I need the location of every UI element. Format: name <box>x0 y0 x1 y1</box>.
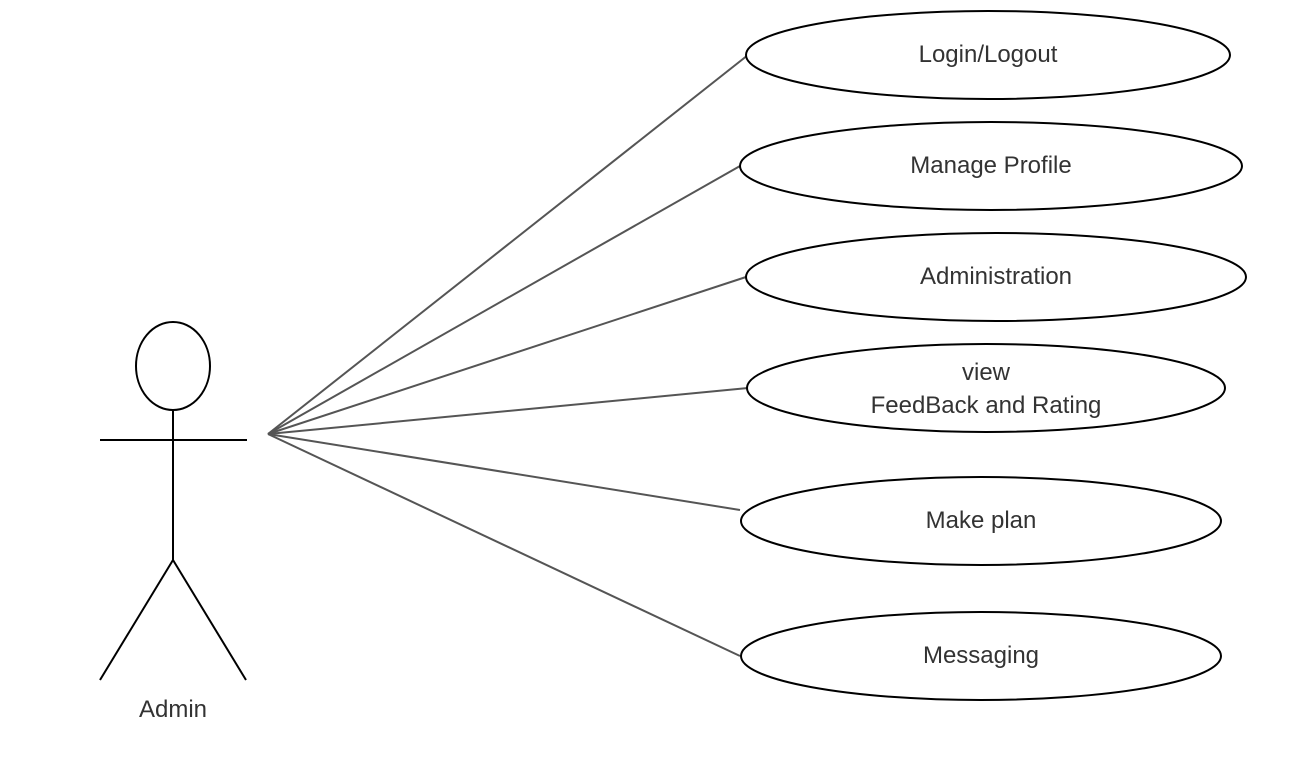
use-case-feedback-rating: view FeedBack and Rating <box>746 343 1226 433</box>
use-case-ellipse <box>740 611 1222 701</box>
use-case-label: Manage Profile <box>910 152 1071 179</box>
use-case-label: Login/Logout <box>919 41 1058 68</box>
use-case-manage-profile: Manage Profile <box>739 121 1243 211</box>
use-case-ellipse <box>739 121 1243 211</box>
use-case-login-logout: Login/Logout <box>745 10 1231 100</box>
use-case-label: Make plan <box>926 507 1037 534</box>
use-case-ellipse <box>745 10 1231 100</box>
use-case-ellipse <box>745 232 1247 322</box>
use-case-label: Messaging <box>923 642 1039 669</box>
use-case-messaging: Messaging <box>740 611 1222 701</box>
use-case-label-line-2: FeedBack and Rating <box>871 392 1102 419</box>
use-case-make-plan: Make plan <box>740 476 1222 566</box>
use-case-label: Administration <box>920 263 1072 290</box>
association-administration <box>267 276 747 435</box>
actor-right-leg <box>172 559 247 681</box>
association-manage-profile <box>267 165 741 435</box>
use-case-ellipse <box>740 476 1222 566</box>
actor-label: Admin <box>139 696 207 723</box>
association-feedback-rating <box>267 387 749 435</box>
actor-left-leg <box>99 559 174 681</box>
actor-admin <box>99 321 247 681</box>
associations <box>267 54 749 657</box>
use-case-label-line-1: view <box>962 359 1011 386</box>
association-messaging <box>267 433 741 657</box>
association-make-plan <box>267 433 741 511</box>
association-login-logout <box>267 54 749 435</box>
use-case-administration: Administration <box>745 232 1247 322</box>
use-case-ellipse <box>746 343 1226 433</box>
actor-head <box>135 321 211 411</box>
